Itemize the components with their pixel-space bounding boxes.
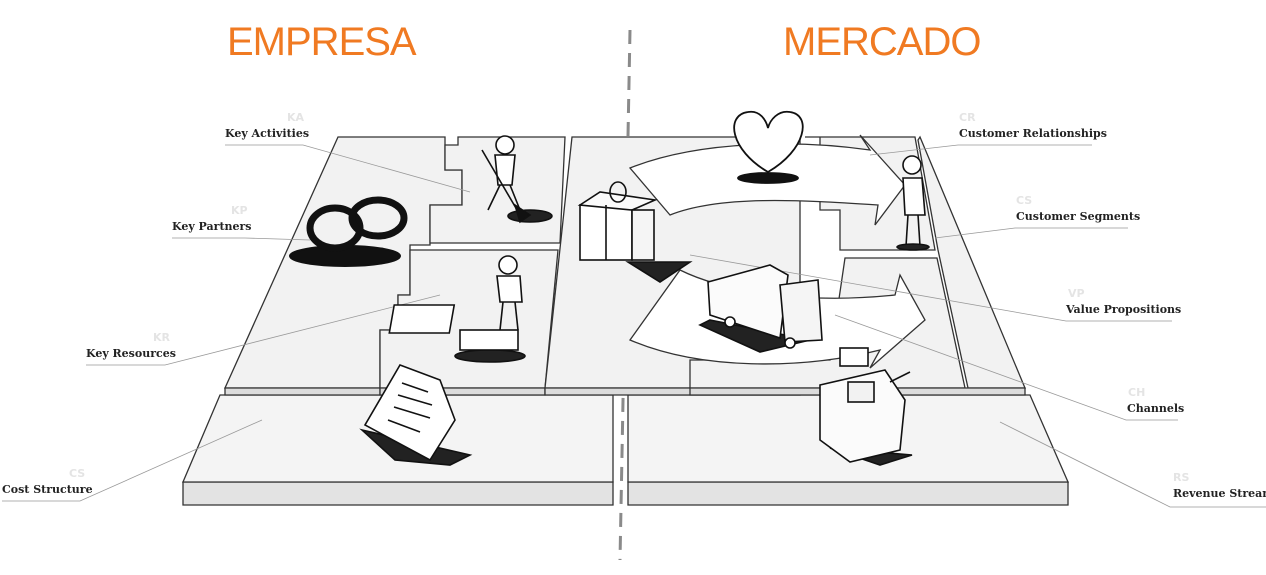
invoice-paper-icon bbox=[359, 364, 473, 466]
revenue-streams-label: Revenue Streams bbox=[1173, 487, 1266, 500]
customer-relationships-label: Customer Relationships bbox=[959, 127, 1107, 140]
customer-segments-label: Customer Segments bbox=[1016, 210, 1141, 223]
channels-code: CH bbox=[1128, 386, 1146, 399]
cost-structure-slab bbox=[182, 481, 614, 506]
person-digging-icon bbox=[481, 135, 553, 224]
heart-icon bbox=[733, 110, 804, 184]
customer-segments-block bbox=[917, 135, 1026, 389]
key-resources-label: Key Resources bbox=[86, 347, 176, 360]
value-propositions-label: Value Propositions bbox=[1066, 303, 1182, 316]
key-partners-code: KP bbox=[231, 204, 248, 217]
cost-structure-label: Cost Structure bbox=[2, 483, 93, 496]
key-resources-code: KR bbox=[153, 331, 170, 344]
key-activities-label: Key Activities bbox=[225, 127, 310, 140]
revenue-streams-code: RS bbox=[1173, 471, 1190, 484]
cash-register-icon bbox=[819, 347, 913, 466]
leader-lines bbox=[2, 144, 1266, 508]
company-heading: EMPRESA bbox=[227, 20, 417, 64]
channels-label: Channels bbox=[1127, 402, 1185, 415]
person-with-cart-icon bbox=[388, 255, 526, 363]
cost-structure-code: CS bbox=[69, 467, 86, 480]
standing-person-icon bbox=[896, 155, 930, 251]
customer-segments-code: CS bbox=[1016, 194, 1033, 207]
key-activities-code: KA bbox=[287, 111, 305, 124]
market-heading: MERCADO bbox=[783, 20, 981, 64]
revenue-streams-slab bbox=[627, 481, 1069, 506]
key-partners-label: Key Partners bbox=[172, 220, 252, 233]
value-propositions-code: VP bbox=[1068, 287, 1085, 300]
delivery-truck-icon bbox=[698, 264, 823, 353]
gift-box-icon bbox=[577, 181, 693, 283]
interlocked-rings-icon bbox=[289, 196, 408, 267]
customer-relationships-code: CR bbox=[959, 111, 976, 124]
